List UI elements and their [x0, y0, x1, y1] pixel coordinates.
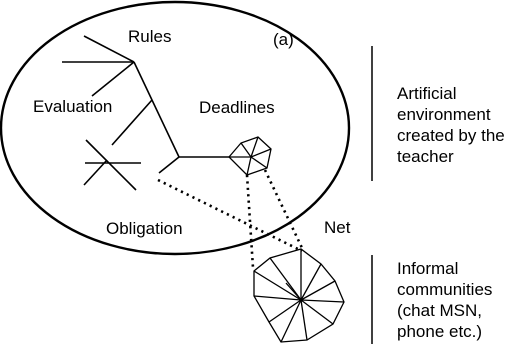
obligation-label: Obligation — [106, 219, 183, 238]
evaluation-label: Evaluation — [33, 97, 113, 116]
evaluation-node — [83, 139, 141, 191]
rules-label: Rules — [128, 27, 172, 46]
net-network-node — [253, 248, 345, 343]
environment-ellipse — [0, 0, 351, 256]
panel-label: (a) — [273, 30, 294, 49]
net-label: Net — [324, 218, 351, 237]
deadlines-label: Deadlines — [199, 98, 275, 117]
artificial-environment-note: Artificial environment created by the te… — [397, 84, 505, 166]
dotted-links — [157, 169, 305, 269]
informal-communities-note: Informal communities (chat MSN, phone et… — [397, 259, 493, 341]
deadlines-network-node — [228, 136, 272, 176]
rules-tree — [62, 35, 229, 174]
